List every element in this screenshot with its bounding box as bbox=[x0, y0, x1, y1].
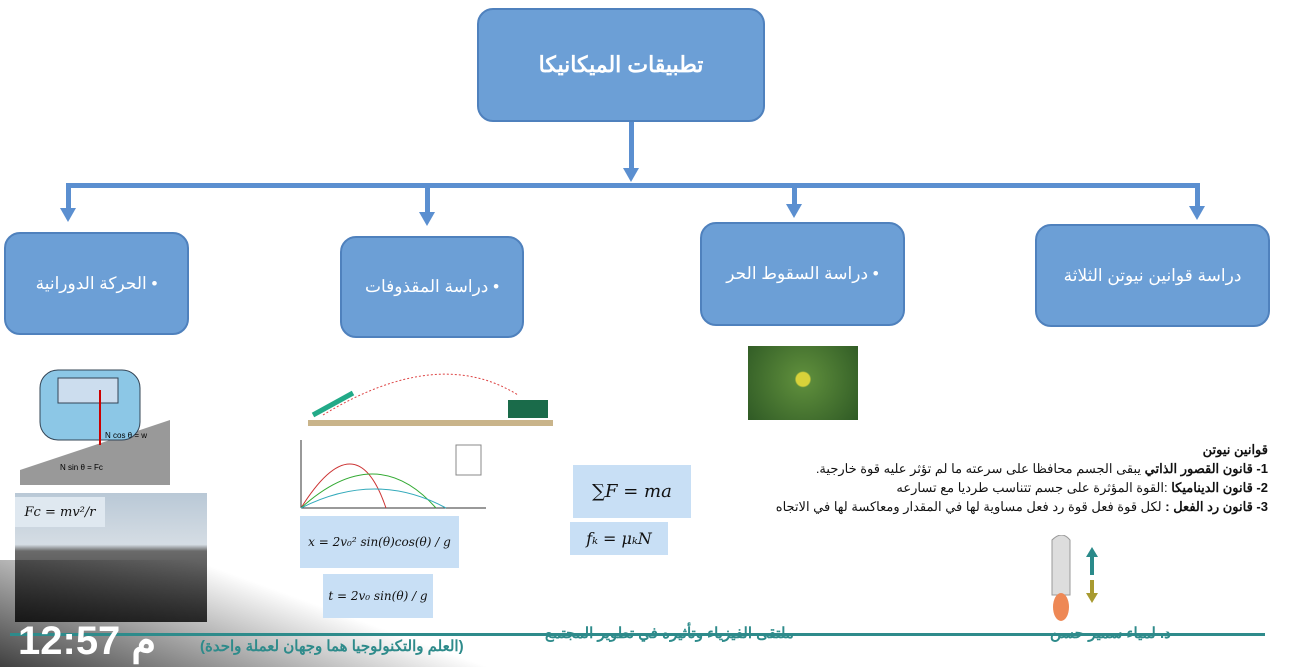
law2-text: :القوة المؤثرة على جسم تتناسب طرديا مع ت… bbox=[896, 480, 1172, 495]
footer-divider bbox=[10, 633, 1265, 636]
centripetal-formula: Fc = mv²/r bbox=[15, 497, 105, 527]
connector-drop bbox=[66, 183, 71, 209]
law3-text: لكل قوة فعل قوة رد فعل مساوية لها في الم… bbox=[775, 499, 1166, 514]
range-formula: x = 2v₀² sin(θ)cos(θ) / g bbox=[300, 516, 459, 568]
arrow-down bbox=[419, 212, 435, 226]
arrow-down bbox=[786, 204, 802, 218]
connector-vertical bbox=[629, 122, 634, 170]
newton-laws-text: قوانين نيوتن 1- قانون القصور الذاتي يبقى… bbox=[776, 440, 1268, 516]
overlay-shadow bbox=[0, 560, 520, 667]
rocket-action-reaction-image bbox=[1051, 535, 1098, 621]
branch-label: • الحركة الدورانية bbox=[35, 273, 158, 293]
connector-drop bbox=[792, 183, 797, 205]
connector-drop bbox=[425, 183, 430, 213]
clock-time: 12:57 م bbox=[18, 619, 157, 663]
branch-label: • دراسة المقذوفات bbox=[364, 277, 500, 296]
arrow-root bbox=[623, 168, 639, 182]
root-title: تطبيقات الميكانيكا bbox=[538, 52, 704, 77]
trajectory-graph-image bbox=[300, 440, 486, 509]
projectile-cannon-image bbox=[308, 373, 553, 426]
branch-label: دراسة قوانين نيوتن الثلاثة bbox=[1063, 265, 1242, 285]
svg-text:N sin θ = Fc: N sin θ = Fc bbox=[60, 463, 103, 472]
law1-text: يبقى الجسم محافظا على سرعته ما لم تؤثر ع… bbox=[815, 461, 1145, 476]
root-node: تطبيقات الميكانيكا bbox=[477, 8, 765, 122]
law2-label: 2- قانون الديناميكا bbox=[1171, 480, 1268, 495]
connector-horizontal bbox=[66, 183, 1200, 188]
apple-falling-image bbox=[748, 346, 858, 420]
footer-event: ملتقى الفيزياء وتأثيره في تطوير المجتمع bbox=[545, 625, 794, 642]
connector-drop bbox=[1195, 183, 1200, 207]
branch-newton-laws: دراسة قوانين نيوتن الثلاثة bbox=[1035, 224, 1270, 327]
time-formula: t = 2v₀ sin(θ) / g bbox=[323, 574, 433, 618]
law1-label: 1- قانون القصور الذاتي bbox=[1144, 461, 1268, 476]
branch-projectiles: • دراسة المقذوفات bbox=[340, 236, 524, 338]
car-banked-curve-image: N cos θ = w N sin θ = Fc bbox=[20, 369, 170, 485]
branch-rotational-motion: • الحركة الدورانية bbox=[4, 232, 189, 335]
laws-heading: قوانين نيوتن bbox=[1202, 442, 1268, 457]
branch-free-fall: • دراسة السقوط الحر bbox=[700, 222, 905, 326]
arrow-down bbox=[60, 208, 76, 222]
footer-motto: (العلم والتكنولوجيا هما وجهان لعملة واحد… bbox=[200, 638, 464, 655]
arrow-down bbox=[1189, 206, 1205, 220]
footer-author: د. لمياء سمير حسن bbox=[1050, 625, 1171, 642]
branch-label: • دراسة السقوط الحر bbox=[726, 264, 879, 283]
svg-text:N cos θ = w: N cos θ = w bbox=[105, 431, 147, 440]
newton-second-law-formula: ∑F = ma bbox=[573, 465, 691, 518]
friction-formula: fₖ = μₖN bbox=[570, 522, 668, 555]
law3-label: 3- قانون رد الفعل : bbox=[1165, 499, 1268, 514]
